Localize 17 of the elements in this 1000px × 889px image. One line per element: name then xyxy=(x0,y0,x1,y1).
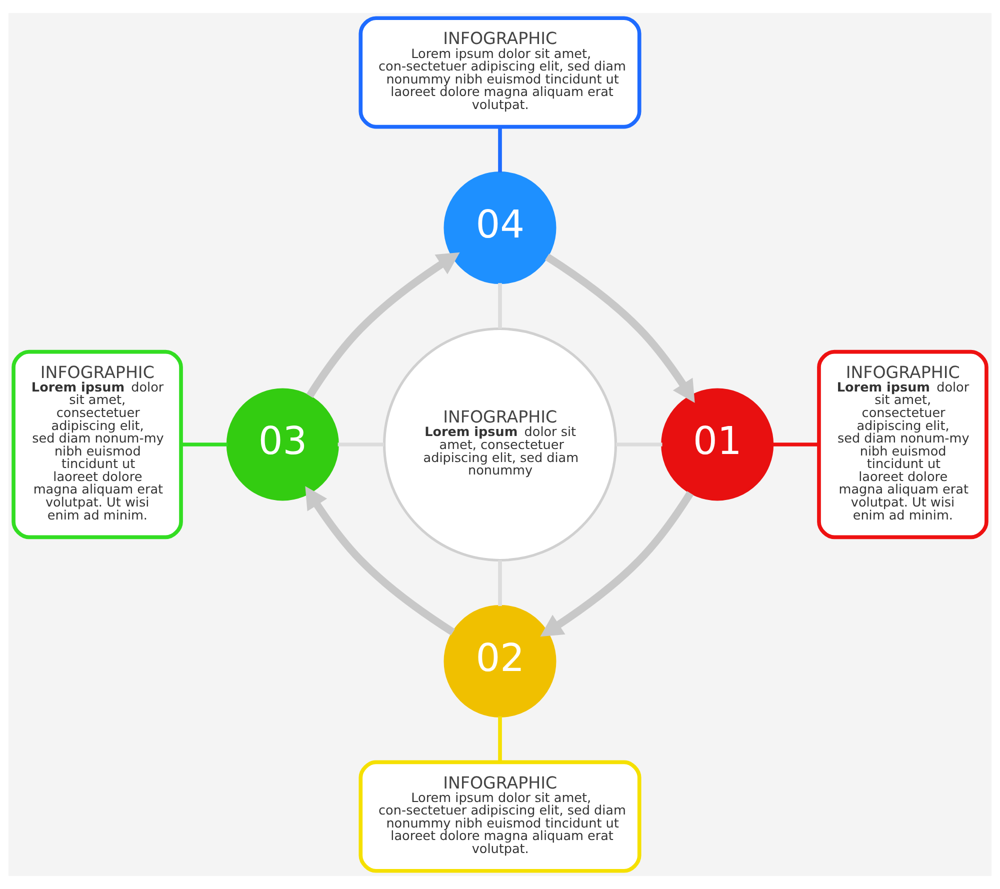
arrow xyxy=(306,252,460,398)
node-box: INFOGRAPHIC Lorem ipsum dolor sit amet, consectetuer adipiscing elit, sed diam nonum-my nibh euismod tincidunt ut laoreet dolore magna aliquam erat volutpat. Ut wisi enim ad minim. xyxy=(817,350,988,540)
node-circle: 02 xyxy=(444,604,556,718)
arrow xyxy=(305,486,455,636)
node-circle: 04 xyxy=(444,172,556,284)
connector xyxy=(498,716,502,762)
node-circle: 01 xyxy=(661,388,774,501)
arrow xyxy=(540,491,694,637)
node-box: INFOGRAPHIC Lorem ipsum dolor sit amet, consectetuer adipiscing elit, sed diam nonum-my nibh euismod tincidunt ut laoreet dolore magna aliquam erat volutpat. Ut wisi enim ad minim. xyxy=(12,350,183,540)
node-box: INFOGRAPHIC Lorem ipsum dolor sit amet, con-sectetuer adipiscing elit, sed diam nonummy nibh euismod tincidunt ut laoreet dolore magna aliquam erat volutpat. xyxy=(358,760,642,873)
node-circle: INFOGRAPHIC Lorem ipsum dolor sit amet, consectetuer adipiscing elit, sed diam nonummy xyxy=(383,328,617,562)
connector xyxy=(181,442,228,446)
connector xyxy=(772,442,819,446)
arrow xyxy=(545,254,695,403)
connector xyxy=(498,127,502,172)
node-circle: 03 xyxy=(226,388,339,501)
node-box: INFOGRAPHIC Lorem ipsum dolor sit amet, con-sectetuer adipiscing elit, sed diam nonummy nibh euismod tincidunt ut laoreet dolore magna aliquam erat volutpat. xyxy=(358,16,642,129)
